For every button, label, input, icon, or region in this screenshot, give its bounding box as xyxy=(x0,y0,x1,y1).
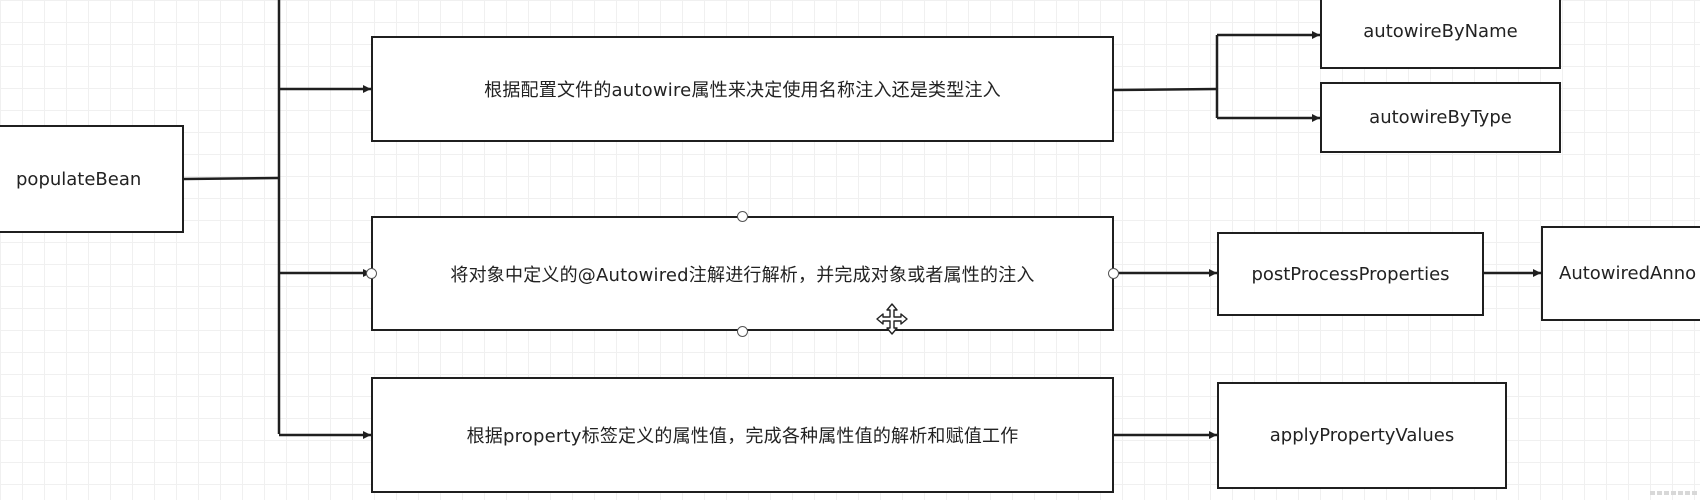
autowire-by-name-node[interactable]: autowireByName xyxy=(1320,0,1561,69)
autowire-mode-label: 根据配置文件的autowire属性来决定使用名称注入还是类型注入 xyxy=(484,80,1001,101)
autowire-by-type-node[interactable]: autowireByType xyxy=(1320,82,1561,153)
post-process-properties-label: postProcessProperties xyxy=(1251,263,1450,285)
apply-property-values-label: applyPropertyValues xyxy=(1269,425,1455,446)
autowired-annotation-processor-label: AutowiredAnno xyxy=(1559,263,1697,284)
property-tag-label: 根据property标签定义的属性值，完成各种属性值的解析和赋值工作 xyxy=(466,426,1019,447)
edge-populate-trunk xyxy=(183,176,280,181)
autowire-mode-node[interactable]: 根据配置文件的autowire属性来决定使用名称注入还是类型注入 xyxy=(371,36,1114,142)
populate-bean-label: populateBean xyxy=(16,168,142,190)
autowired-annotation-label: 将对象中定义的@Autowired注解进行解析，并完成对象或者属性的注入 xyxy=(450,264,1035,286)
apply-property-values-node[interactable]: applyPropertyValues xyxy=(1217,382,1507,489)
watermark-mark xyxy=(1650,491,1697,495)
autowired-annotation-node[interactable]: 将对象中定义的@Autowired注解进行解析，并完成对象或者属性的注入 xyxy=(371,216,1114,331)
autowire-by-name-label: autowireByName xyxy=(1363,21,1518,42)
autowired-annotation-processor-node[interactable]: AutowiredAnno xyxy=(1541,226,1700,321)
move-cursor-icon xyxy=(876,303,908,335)
edge-autowire-trunk xyxy=(1113,87,1218,92)
autowire-by-type-label: autowireByType xyxy=(1369,107,1512,128)
populate-bean-node[interactable]: populateBean xyxy=(0,125,184,233)
post-process-properties-node[interactable]: postProcessProperties xyxy=(1217,232,1484,316)
selection-handle-right[interactable] xyxy=(1108,268,1119,279)
selection-handle-top[interactable] xyxy=(737,211,748,222)
property-tag-node[interactable]: 根据property标签定义的属性值，完成各种属性值的解析和赋值工作 xyxy=(371,377,1114,493)
selection-handle-left[interactable] xyxy=(366,268,377,279)
selection-handle-bottom[interactable] xyxy=(737,326,748,337)
